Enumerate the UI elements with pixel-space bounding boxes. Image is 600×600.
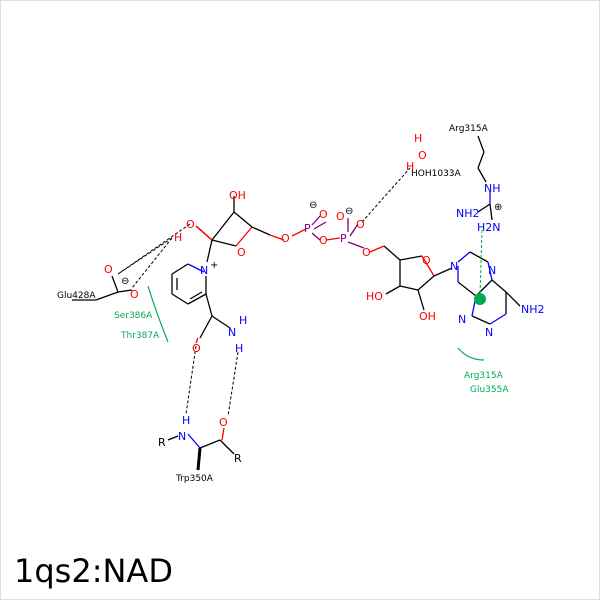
svg-text:N: N bbox=[228, 326, 236, 339]
svg-text:P: P bbox=[304, 222, 311, 235]
residue-ser386: Ser386A bbox=[114, 311, 153, 321]
diagram-title: 1qs2:NAD bbox=[14, 552, 173, 590]
svg-text:O: O bbox=[422, 254, 431, 267]
residue-arg315-bottom: Arg315A bbox=[464, 371, 504, 381]
svg-text:H: H bbox=[414, 132, 422, 145]
svg-text:O: O bbox=[356, 218, 365, 231]
svg-text:⊖: ⊖ bbox=[345, 206, 353, 217]
svg-text:O: O bbox=[336, 210, 345, 223]
residue-glu428: Glu428A bbox=[57, 291, 96, 301]
residue-trp350: Trp350A bbox=[175, 474, 214, 484]
svg-text:O: O bbox=[219, 416, 228, 429]
svg-text:O: O bbox=[319, 234, 328, 247]
svg-text:H: H bbox=[182, 414, 190, 427]
diphosphate bbox=[291, 215, 385, 253]
svg-text:O: O bbox=[192, 342, 201, 355]
svg-text:HO: HO bbox=[366, 290, 383, 303]
svg-text:O: O bbox=[130, 288, 139, 301]
svg-text:+: + bbox=[210, 260, 218, 271]
svg-text:H: H bbox=[239, 314, 247, 327]
glu428-sidechain bbox=[72, 275, 133, 301]
svg-text:O: O bbox=[418, 149, 427, 162]
svg-text:R: R bbox=[234, 452, 242, 465]
adenosine-ribose bbox=[383, 245, 453, 311]
svg-text:⊕: ⊕ bbox=[494, 202, 502, 213]
arg315-sidechain bbox=[477, 135, 493, 221]
nicotinamide-ribose bbox=[195, 196, 285, 263]
svg-text:OH: OH bbox=[229, 189, 246, 202]
svg-text:H2N: H2N bbox=[477, 221, 501, 234]
pi-cation bbox=[474, 229, 486, 305]
svg-text:⊖: ⊖ bbox=[121, 276, 129, 287]
hydrophobic-contacts bbox=[147, 285, 485, 361]
svg-text:O: O bbox=[186, 218, 195, 231]
svg-text:N: N bbox=[485, 326, 493, 339]
svg-text:R: R bbox=[158, 436, 166, 449]
svg-text:H: H bbox=[174, 231, 182, 244]
hydrogen-bonds bbox=[117, 167, 411, 417]
svg-text:O: O bbox=[237, 246, 246, 259]
residue-hoh1033: HOH1033A bbox=[411, 169, 462, 179]
svg-text:⊖: ⊖ bbox=[309, 200, 317, 211]
svg-text:NH2: NH2 bbox=[521, 303, 545, 316]
svg-text:O: O bbox=[104, 263, 113, 276]
svg-text:P: P bbox=[340, 232, 347, 245]
svg-text:H: H bbox=[235, 342, 243, 355]
residue-labels: Arg315A HOH1033A Glu428A Ser386A Thr387A… bbox=[57, 124, 509, 484]
svg-text:O: O bbox=[319, 208, 328, 221]
svg-text:N: N bbox=[458, 313, 466, 326]
svg-text:H: H bbox=[406, 160, 414, 173]
svg-text:O: O bbox=[281, 232, 290, 245]
residue-arg315-top: Arg315A bbox=[449, 124, 489, 134]
svg-text:NH: NH bbox=[484, 182, 501, 195]
svg-text:N: N bbox=[178, 430, 186, 443]
atom-labels: OH O O O P O O P O O O H O H O HO OH N +… bbox=[104, 132, 545, 465]
svg-text:N: N bbox=[200, 264, 208, 277]
svg-text:OH: OH bbox=[419, 310, 436, 323]
pyridinium-ring bbox=[171, 263, 231, 344]
svg-text:O: O bbox=[362, 246, 371, 259]
adenine-ring bbox=[457, 251, 521, 325]
svg-text:NH2: NH2 bbox=[456, 207, 480, 220]
residue-glu355: Glu355A bbox=[470, 385, 509, 395]
svg-text:N: N bbox=[450, 260, 458, 273]
trp350-backbone bbox=[167, 427, 235, 471]
residue-thr387: Thr387A bbox=[120, 331, 160, 341]
svg-text:N: N bbox=[488, 264, 496, 277]
